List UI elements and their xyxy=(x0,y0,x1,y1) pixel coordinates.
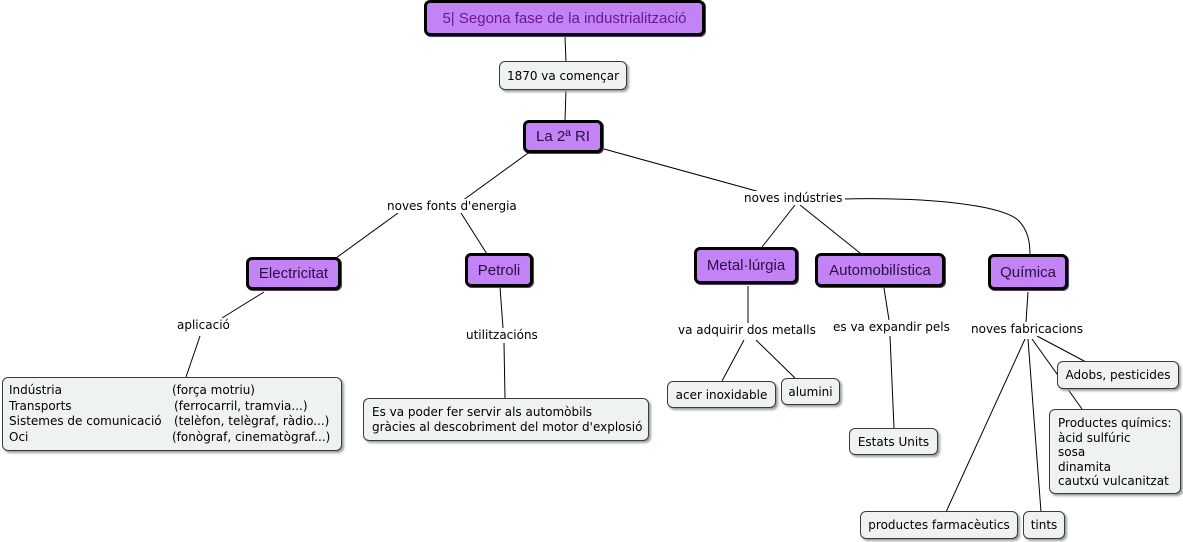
quimic-item: dinamita xyxy=(1058,459,1111,474)
connector-automobil-expandir xyxy=(883,287,890,321)
connector-industries-metallurgia xyxy=(761,204,796,248)
farmaceutics-note[interactable]: productes farmacèutics xyxy=(860,511,1018,539)
connector-main-industries xyxy=(603,148,761,193)
connector-industries-automobil xyxy=(799,204,861,254)
connector-industries-quimica xyxy=(842,198,1031,256)
connector-year-main xyxy=(564,88,567,122)
connector-main-fonts xyxy=(461,147,536,202)
connector-adquirir-acer xyxy=(721,339,745,382)
quimic-item: Productes químics: xyxy=(1058,416,1172,430)
year-note[interactable]: 1870 va començar xyxy=(499,61,627,90)
link-noves-fabricacions: noves fabricacions xyxy=(969,322,1086,336)
alumini-note[interactable]: alumini xyxy=(781,378,840,405)
connector-expandir-estats xyxy=(889,335,895,429)
quimic-item: cautxú vulcanitzat xyxy=(1058,474,1169,488)
connector-title-year xyxy=(564,35,567,64)
adobs-note[interactable]: Adobs, pesticides xyxy=(1057,361,1179,389)
quimic-item: àcid sulfúric xyxy=(1058,430,1131,445)
connector-utilitzacions-note xyxy=(503,342,506,399)
petroli-use-line: Es va poder fer servir als automòbils xyxy=(372,405,593,419)
link-aplicacio: aplicació xyxy=(175,318,232,332)
petroli-use-note[interactable]: Es va poder fer servir als automòbils gr… xyxy=(363,398,649,441)
connector-electricitat-aplicacio xyxy=(221,291,265,319)
link-va-adquirir: va adquirir dos metalls xyxy=(676,323,818,337)
concept-electricitat[interactable]: Electricitat xyxy=(246,257,341,290)
concept-quimica[interactable]: Química xyxy=(988,254,1068,290)
aplicacio-detail: (força motriu) xyxy=(172,383,255,397)
main-concept[interactable]: La 2ª RI xyxy=(523,120,603,153)
aplicacio-name: Transports xyxy=(9,398,72,413)
aplicacions-note[interactable]: Indústria (força motriu) Transports (fer… xyxy=(2,377,342,451)
connector-fabricacions-tints xyxy=(1027,338,1042,513)
link-es-va-expandir: es va expandir pels xyxy=(831,320,952,334)
concept-metallurgia[interactable]: Metal·lúrgia xyxy=(694,247,798,284)
tints-note[interactable]: tints xyxy=(1023,511,1065,539)
estats-units-note[interactable]: Estats Units xyxy=(849,428,938,455)
connector-aplicacio-note xyxy=(185,335,201,378)
link-noves-fonts: noves fonts d'energia xyxy=(385,199,519,213)
aplicacio-detail: (ferrocarril, tramvia...) xyxy=(174,398,308,413)
connector-petroli-utilitzacions xyxy=(499,286,504,329)
aplicacio-detail: (fonògraf, cinematògraf...) xyxy=(172,429,331,444)
quimic-item: sosa xyxy=(1058,445,1086,459)
link-utilitzacions: utilitzacións xyxy=(464,328,540,342)
connector-fonts-electricitat xyxy=(335,212,399,259)
productes-quimics-note[interactable]: Productes químics: àcid sulfúric sosa di… xyxy=(1049,409,1181,494)
aplicacio-name: Sistemes de comunicació xyxy=(9,414,162,428)
connector-adquirir-alumini xyxy=(755,339,796,379)
petroli-use-line: gràcies al descobriment del motor d'expl… xyxy=(372,419,643,434)
connector-fabricacions-adobs xyxy=(1036,335,1087,363)
concept-petroli[interactable]: Petroli xyxy=(465,253,533,287)
concept-automobilistica[interactable]: Automobilística xyxy=(815,253,945,287)
aplicacio-detail: (telèfon, telègraf, ràdio...) xyxy=(174,414,330,428)
map-title[interactable]: 5| Segona fase de la industrialització xyxy=(424,0,705,36)
aplicacio-name: Oci xyxy=(9,429,29,444)
aplicacio-name: Indústria xyxy=(9,383,62,397)
acer-note[interactable]: acer inoxidable xyxy=(667,381,776,408)
connector-fonts-petroli xyxy=(460,212,488,255)
connector-fabricacions-farmac xyxy=(945,338,1026,513)
link-noves-industries: noves indústries xyxy=(742,191,845,205)
connector-quimica-fabricacions xyxy=(1025,291,1029,323)
